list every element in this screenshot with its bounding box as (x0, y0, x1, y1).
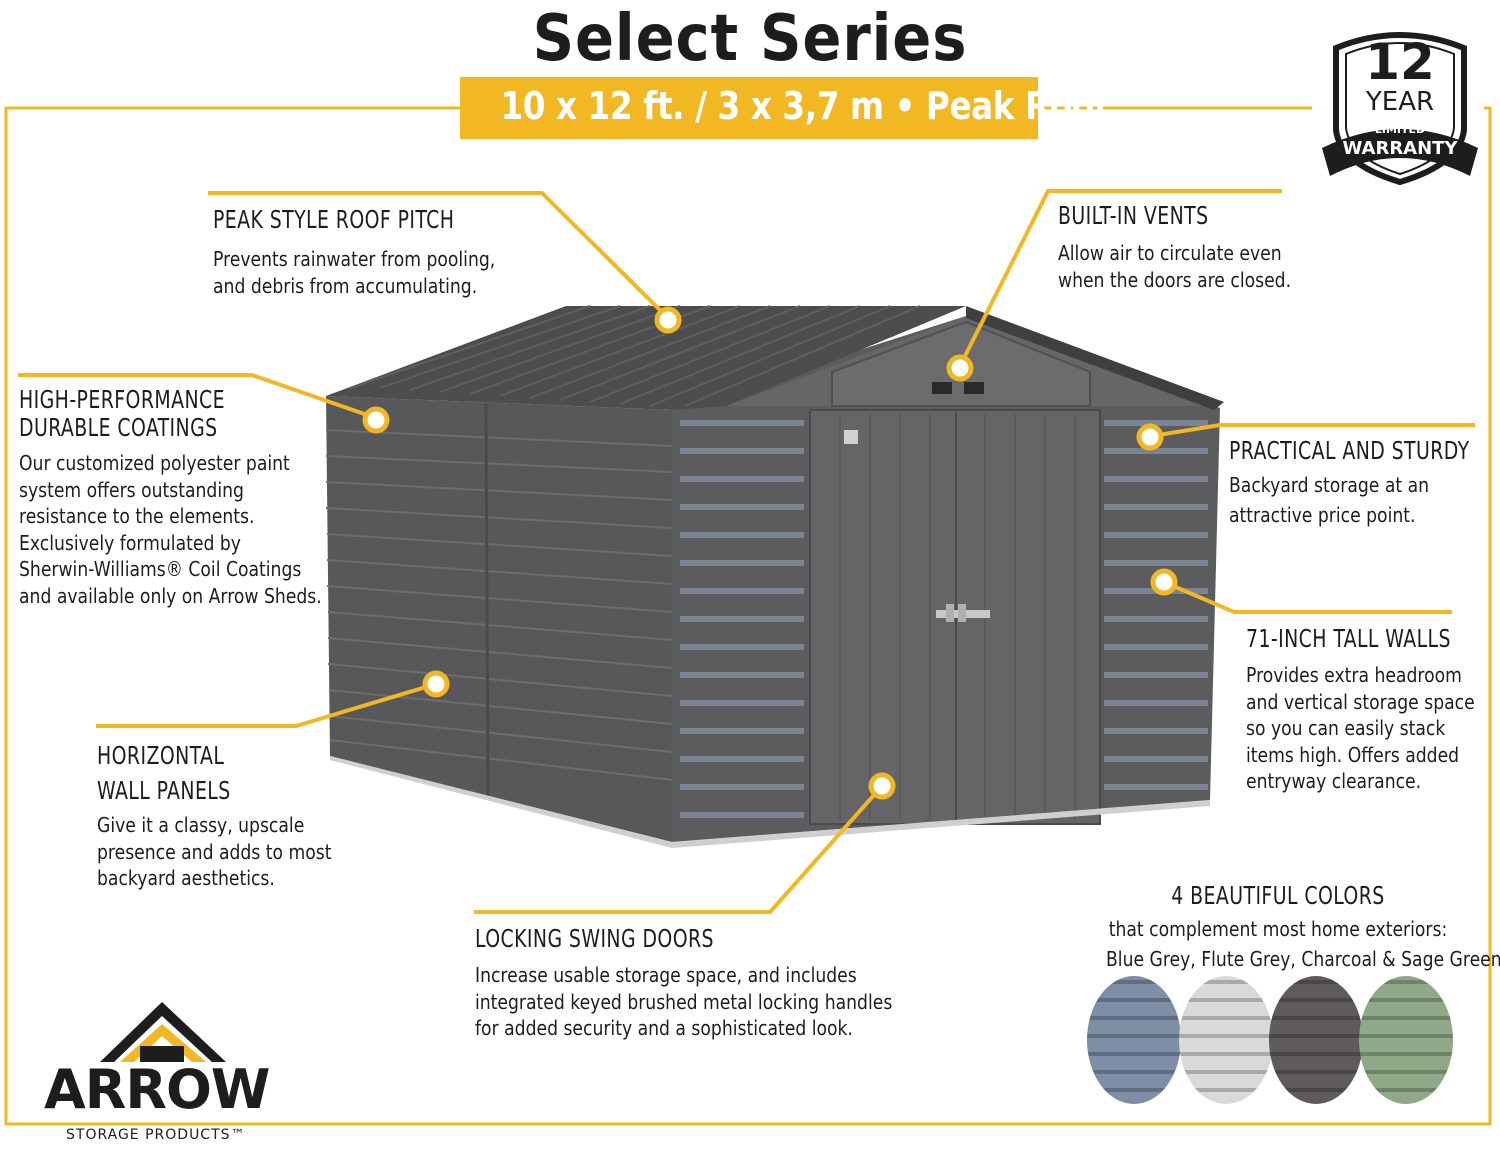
desc-line: presence and adds to most (97, 839, 332, 864)
desc-line: attractive price point. (1229, 503, 1416, 527)
feature-doors-title: LOCKING SWING DOORS (475, 924, 714, 953)
desc-line: items high. Offers added (1246, 742, 1460, 767)
desc-line: and debris from accumulating. (213, 273, 478, 298)
desc-line: entryway clearance. (1246, 769, 1422, 793)
arrow-house-icon (100, 1002, 226, 1062)
desc-line: Increase usable storage space, and inclu… (475, 963, 857, 987)
desc-line: Give it a classy, upscale (97, 813, 305, 837)
feature-vents-title: BUILT-IN VENTS (1058, 201, 1209, 230)
title-line: HORIZONTAL (97, 741, 225, 770)
feature-walls-title: 71-INCH TALL WALLS (1246, 624, 1451, 653)
desc-line: resistance to the elements. (19, 504, 255, 528)
desc-line: Our customized polyester paint (19, 451, 290, 475)
warranty-year: YEAR (1365, 87, 1435, 117)
page-title: Select Series (532, 2, 968, 76)
warranty-shield-icon (1322, 32, 1478, 186)
brand-tagline: STORAGE PRODUCTS™ (66, 1127, 246, 1143)
callout-dots (362, 306, 1178, 800)
desc-line: and available only on Arrow Sheds. (19, 583, 322, 608)
title-line: DURABLE COATINGS (19, 413, 218, 442)
feature-coatings-desc: Our customized polyester paint system of… (19, 450, 322, 609)
colors-line-2: Blue Grey, Flute Grey, Charcoal & Sage G… (1106, 947, 1500, 971)
gold-frame (4, 106, 1492, 1126)
brand-logo: ARROW (44, 1058, 270, 1121)
swatch-flute-grey (1179, 976, 1273, 1104)
warranty-limited: LIMITED (1374, 123, 1426, 136)
colors-block: 4 BEAUTIFUL COLORS that complement most … (1078, 881, 1500, 974)
swatch-blue-grey (1087, 976, 1181, 1104)
subtitle-banner (460, 77, 1038, 139)
desc-line: for added security and a sophisticated l… (475, 1016, 853, 1040)
leader-lines (18, 189, 1475, 914)
feature-practical-desc: Backyard storage at an attractive price … (1229, 470, 1429, 530)
desc-line: Sherwin-Williams® Coil Coatings (19, 557, 302, 581)
desc-line: integrated keyed brushed metal locking h… (475, 989, 893, 1014)
desc-line: so you can easily stack (1246, 716, 1446, 740)
colors-title: 4 BEAUTIFUL COLORS (1171, 881, 1385, 910)
shed-illustration (325, 305, 1224, 848)
feature-vents-desc: Allow air to circulate even when the doo… (1058, 240, 1291, 293)
feature-practical-title: PRACTICAL AND STURDY (1229, 436, 1470, 465)
desc-line: Prevents rainwater from pooling, (213, 247, 496, 271)
desc-line: Backyard storage at an (1229, 473, 1430, 497)
feature-doors-desc: Increase usable storage space, and inclu… (475, 962, 892, 1042)
desc-line: Allow air to circulate even (1058, 241, 1282, 265)
warranty-number: 12 (1365, 33, 1435, 91)
feature-panels-desc: Give it a classy, upscale presence and a… (97, 812, 331, 892)
feature-panels-title: HORIZONTAL WALL PANELS (97, 738, 231, 808)
color-swatches (1087, 976, 1453, 1104)
feature-walls-desc: Provides extra headroom and vertical sto… (1246, 662, 1475, 795)
feature-roof-desc: Prevents rainwater from pooling, and deb… (213, 246, 495, 299)
desc-line: backyard aesthetics. (97, 866, 275, 890)
feature-coatings-title: HIGH-PERFORMANCE DURABLE COATINGS (19, 386, 225, 442)
swatch-sage-green (1359, 976, 1453, 1104)
warranty-label: WARRANTY (1342, 138, 1458, 159)
desc-line: system offers outstanding (19, 477, 244, 502)
title-line: HIGH-PERFORMANCE (19, 385, 225, 414)
colors-line-1: that complement most home exteriors: (1108, 917, 1448, 941)
swatch-charcoal (1269, 976, 1363, 1104)
desc-line: and vertical storage space (1246, 689, 1475, 714)
subtitle-text: 10 x 12 ft. / 3 x 3,7 m • Peak Roof (500, 84, 1108, 128)
desc-line: Exclusively formulated by (19, 530, 241, 555)
feature-roof-title: PEAK STYLE ROOF PITCH (213, 205, 455, 234)
desc-line: Provides extra headroom (1246, 663, 1462, 687)
desc-line: when the doors are closed. (1058, 267, 1292, 292)
title-line: WALL PANELS (97, 776, 231, 805)
